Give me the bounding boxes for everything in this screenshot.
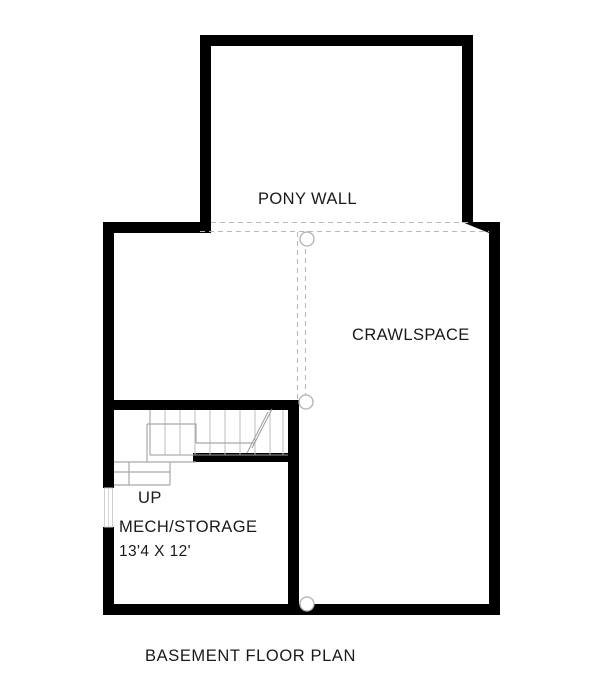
pony-wall-beam xyxy=(200,221,489,233)
stair-outline xyxy=(149,410,288,456)
interior-walls xyxy=(103,400,299,610)
label-mech-storage-dimensions: 13'4 X 12' xyxy=(119,543,191,560)
post-lower-icon xyxy=(299,596,315,612)
plan-title: BASEMENT FLOOR PLAN xyxy=(145,647,356,665)
label-up: UP xyxy=(138,489,162,507)
post-upper-icon xyxy=(299,231,315,247)
stair-treads-upper xyxy=(164,410,284,455)
beam-posts xyxy=(298,231,315,612)
stair-handrail xyxy=(146,423,255,462)
wall-stair-landing xyxy=(193,453,297,462)
staircase xyxy=(114,408,288,486)
label-crawlspace: CRAWLSPACE xyxy=(352,326,470,344)
stair-landing-lines xyxy=(114,461,196,486)
center-beam xyxy=(296,232,307,401)
label-pony-wall: PONY WALL xyxy=(258,190,357,208)
post-middle-icon xyxy=(298,394,314,410)
exterior-walls xyxy=(103,35,500,615)
label-mech-storage: MECH/STORAGE xyxy=(119,518,257,536)
wall-mech-right xyxy=(288,400,299,610)
wall-opening-left xyxy=(103,487,114,528)
stair-break-line xyxy=(246,408,273,454)
wall-mech-top xyxy=(103,400,299,410)
